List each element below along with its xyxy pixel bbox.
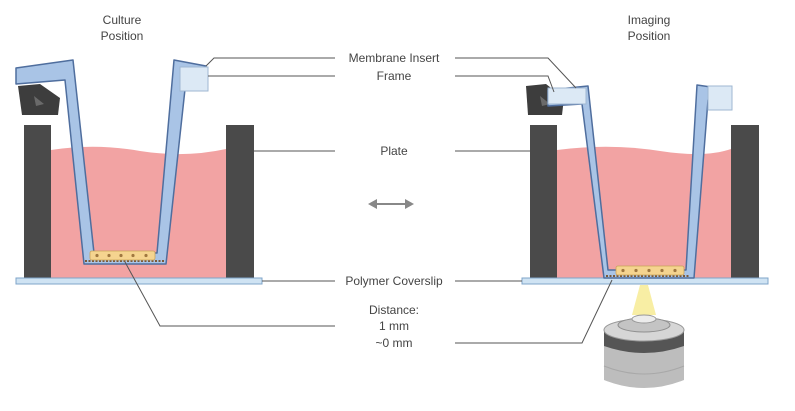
culture-medium	[51, 146, 226, 278]
label-distance-imaging: ~0 mm	[375, 336, 412, 350]
leader-lines	[124, 57, 613, 344]
leader-membrane-insert-right	[455, 57, 577, 89]
label-distance: Distance:	[369, 303, 419, 317]
plate-wall-right	[226, 125, 254, 279]
imaging-title-line1: Imaging	[628, 13, 671, 27]
leader-frame-right	[455, 75, 555, 93]
label-frame: Frame	[377, 69, 412, 83]
frame-left-tab	[547, 87, 587, 105]
light-beam	[632, 285, 656, 315]
frame-left	[18, 84, 60, 115]
plate-wall-left	[530, 125, 557, 279]
cell-layer	[89, 250, 156, 261]
polymer-coverslip	[521, 277, 769, 285]
label-membrane-insert: Membrane Insert	[349, 51, 440, 65]
leader-membrane-insert-left	[205, 57, 335, 67]
leader-distance-imaging	[455, 279, 613, 344]
label-polymer-coverslip: Polymer Coverslip	[345, 274, 443, 288]
frame-left-detail	[34, 96, 44, 106]
culture-position-assembly	[15, 59, 263, 285]
cell-layer	[615, 265, 685, 276]
frame-right	[707, 85, 733, 111]
microscope-objective-icon	[603, 314, 685, 388]
label-distance-culture: 1 mm	[379, 319, 409, 333]
plate-wall-left	[24, 125, 51, 279]
imaging-position-assembly	[521, 84, 769, 388]
frame-right	[179, 66, 209, 92]
imaging-medium	[557, 146, 731, 278]
label-plate: Plate	[380, 144, 408, 158]
plate-wall-right	[731, 125, 759, 279]
culture-title-line2: Position	[101, 29, 144, 43]
leader-distance-culture	[124, 261, 335, 327]
imaging-title-line2: Position	[628, 29, 671, 43]
double-headed-arrow-icon	[368, 199, 414, 209]
culture-title-line1: Culture	[103, 13, 142, 27]
polymer-coverslip	[15, 277, 263, 285]
